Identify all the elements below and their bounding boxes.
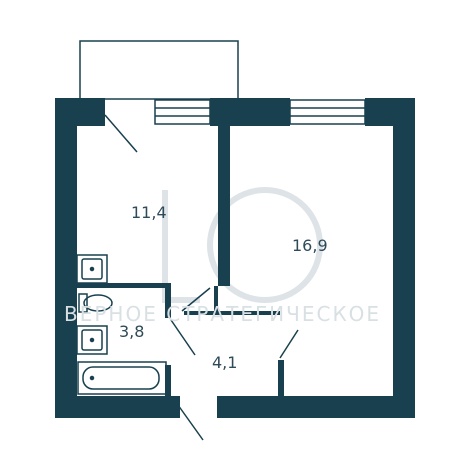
kitchen-sink-icon (76, 254, 108, 284)
watermark-text: ВЕРНОЕ СТРАТЕГИЧЕСКОЕ (64, 302, 382, 326)
hallway-area-label: 4,1 (212, 353, 238, 372)
window-right (289, 99, 366, 125)
walls (55, 98, 415, 418)
doors (104, 114, 299, 441)
bathroom-sink-icon (76, 325, 108, 355)
bathroom-area-label: 3,8 (119, 322, 145, 341)
bathtub-icon (77, 361, 167, 395)
living-room-area-label: 16,9 (292, 236, 328, 255)
kitchen-area-label: 11,4 (131, 203, 167, 222)
window-left (154, 99, 211, 125)
balcony-outline (79, 40, 239, 100)
toilet-icon (78, 293, 113, 313)
